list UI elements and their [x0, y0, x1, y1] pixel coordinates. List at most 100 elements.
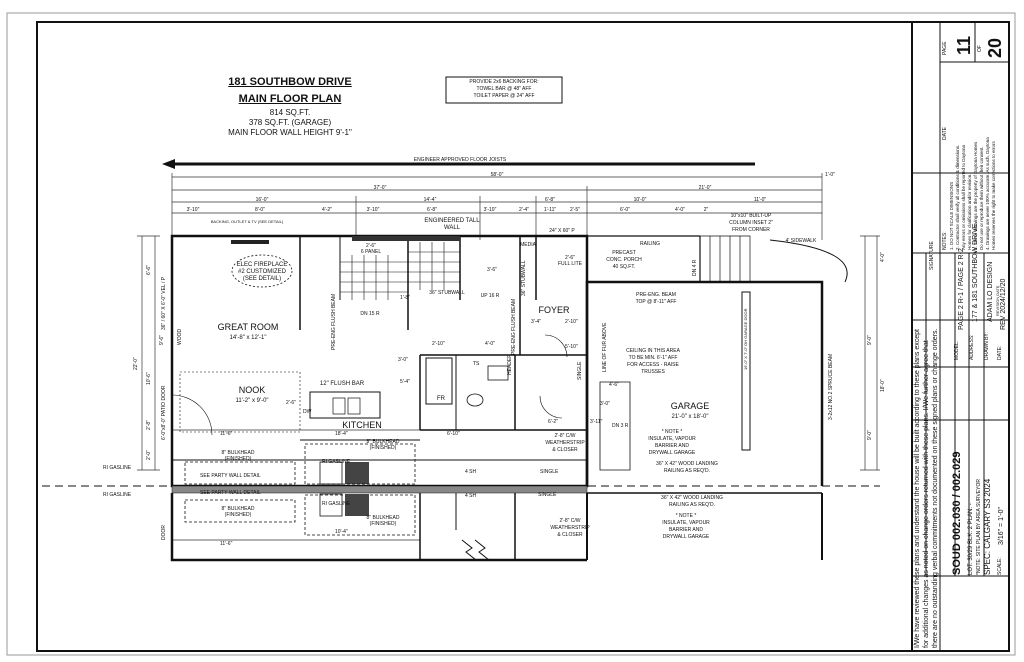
plan-sqft: 814 SQ.FT. — [269, 108, 311, 117]
label-engineered-wall-1: ENGINEERED TALL — [424, 218, 480, 224]
label-weatherstrip-a-1: 2'-8" C/W — [554, 433, 576, 439]
fireplace-callout — [231, 254, 293, 288]
label-note-a-2: INSULATE, VAPOUR — [648, 436, 696, 442]
label-fixed-window: 36" / 60" X 6'-0" VEL / P — [161, 276, 167, 330]
label-media: MEDIA — [520, 242, 536, 248]
label-bulkhead-a-2: (FINISHED) — [224, 456, 252, 462]
label-fireplace-2: #2 CUSTOMIZED — [238, 269, 286, 275]
dim-right-2: 18'-0" — [880, 379, 886, 392]
note-8: Homes reserves the right to make correct… — [991, 141, 996, 250]
dim-int-19: 3'-11" — [590, 419, 603, 425]
room-kitchen: KITCHEN — [342, 420, 382, 430]
floor-joists-arrow — [162, 159, 755, 169]
dim-right-overall: 21'-0" — [698, 185, 712, 191]
lot-value: LOT: 30/29 BLK: 2 PLAN: - — [968, 503, 974, 575]
label-ceiling-2: TO BE MIN. 6'-1" AFF — [628, 355, 678, 361]
label-weatherstrip-b-1: 2'-8" C/W — [559, 518, 581, 524]
dim-left-4: 2'-8" — [146, 420, 152, 430]
label-4sh-1: 4 SH — [465, 469, 477, 475]
dim-16: 16'-0" — [255, 197, 269, 203]
dim-int-11: 4'-0" — [485, 341, 495, 347]
label-stubwall-1: 36" STUBWALL — [429, 290, 465, 296]
dim-int-17: 6'-2" — [548, 419, 558, 425]
sheet-outer-border — [6, 12, 1016, 656]
label-spruce-beam: 3-2x12 NO.2 SPRUCE BEAM — [828, 353, 834, 420]
dim-14-4: 14'-4" — [423, 197, 437, 203]
dim-row3-3: 3'-10" — [366, 207, 380, 213]
label-dn-4r: DN 4 R — [692, 259, 698, 276]
label-precast-3: 40 SQ.FT. — [612, 264, 636, 270]
plan-address-title: 181 SOUTHBOW DRIVE — [228, 76, 352, 88]
label-ts: TS — [473, 361, 480, 367]
label-garage-door: 16'-0" X 7'-0" OH GARAGE DOOR — [743, 308, 748, 371]
label-pre-eng-flush-2: PRE-ENG FLUSH BEAM — [511, 298, 517, 355]
label-bulkhead-d-2: (FINISHED) — [369, 521, 397, 527]
dim-row3-4: 6'-8" — [427, 207, 437, 213]
label-ceiling-3: FOR ACCESS - RAISE — [627, 362, 679, 368]
page-label: PAGE — [942, 41, 948, 55]
label-bulkhead-c-1: 8" BULKHEAD — [221, 506, 255, 512]
page-total: 20 — [985, 37, 1005, 58]
drawn-label: DRAWN BY: — [984, 332, 990, 360]
label-single-1: SINGLE — [577, 361, 583, 380]
dim-int-7: 3'-4" — [531, 319, 541, 325]
note-2: 2. Contractor shall verify all condition… — [955, 144, 960, 250]
dim-1-0: 1'-0" — [825, 172, 835, 178]
page-number: 11 — [954, 35, 974, 55]
label-railing-a-2: RAILING AS REQ'D. — [664, 468, 710, 474]
room-garage-dim: 21'-0" x 18'-0" — [671, 414, 709, 420]
floor-finish-wood: WOOD — [177, 328, 183, 345]
dim-int-8: 2'-10" — [565, 319, 578, 325]
approval-line-1: I/We have reviewed these plans and under… — [914, 329, 921, 648]
label-fr: FR — [437, 396, 445, 402]
label-single-2: SINGLE — [540, 469, 559, 475]
label-railing-a-1: 36" X 42" WOOD LANDING — [656, 461, 718, 467]
date-label: DATE — [942, 127, 948, 140]
label-railing-b-1: 36" X 42" WOOD LANDING — [661, 495, 723, 501]
dim-int-2: 18'-4" — [335, 431, 348, 437]
label-precast-1: PRECAST — [612, 250, 636, 256]
dim-left-5: 2'-0" — [146, 450, 152, 460]
label-panel-2: 6 PANEL — [360, 249, 382, 255]
note-7: 4. Drawings are never 100% accurate. As … — [985, 137, 990, 250]
dim-left-overall: 37'-0" — [373, 185, 387, 191]
dim-int-3: 11'-6" — [220, 541, 233, 547]
notes-heading: NOTES: — [942, 231, 948, 250]
label-ceiling-1: CEILING IN THIS AREA — [626, 348, 680, 354]
dim-left-0: 6'-6" — [146, 265, 152, 275]
label-backing-outlet: BACKING, OUTLET & TV (SEE DETAIL) — [210, 219, 284, 224]
walls — [170, 234, 848, 488]
approval-line-2: for additional changes as noted on chang… — [923, 340, 930, 648]
plan-name-title: MAIN FLOOR PLAN — [238, 93, 342, 105]
label-party-wall-1: SEE PARTY WALL DETAIL — [200, 473, 261, 479]
model-label: MODEL: — [954, 340, 960, 360]
label-full-lite-2: FULL LITE — [558, 261, 582, 267]
note-box — [445, 76, 563, 104]
address-label: ADDRESS: — [969, 334, 975, 360]
label-up-16r: UP 16 R — [480, 293, 500, 299]
label-pre-eng-beam-2: TOP @ 8'-11" AFF — [635, 299, 677, 305]
note-6: Do not use or reproduce them without the… — [979, 146, 984, 250]
dim-int-15: 5'-10" — [565, 344, 578, 350]
dimension-lines — [137, 173, 880, 541]
label-note-b-4: DRYWALL GARAGE — [662, 534, 710, 540]
dim-int-12: 3'-0" — [398, 357, 408, 363]
label-ceiling-4: TRUSSES — [641, 369, 665, 375]
lot-id: SOUD 002.030 / 002.029 — [951, 451, 963, 575]
label-column-2: COLUMN INSET 2" — [729, 220, 773, 226]
label-ri-gasline-2: RI GASLINE — [103, 492, 132, 498]
label-stubwall-2: 36" STUBWALL — [521, 260, 527, 297]
label-note-b-3: BARRIER AND — [669, 527, 703, 533]
label-note-b-2: INSULATE, VAPOUR — [662, 520, 710, 526]
label-fireplace-3: (SEE DETAIL) — [242, 276, 282, 282]
label-line-fur: LINE OF FUR ABOVE — [602, 322, 608, 372]
note-box-line3: TOILET PAPER @ 24" AFF — [473, 93, 535, 99]
dim-overall: 58'-0" — [490, 172, 504, 178]
label-panel-1: 2'-6" — [366, 243, 376, 249]
label-single-3: SINGLE — [538, 492, 557, 498]
joists-label: ENGINEER APPROVED FLOOR JOISTS — [413, 157, 507, 163]
dim-row3-10: 4'-0" — [675, 207, 685, 213]
dim-left-2: 22'-0" — [133, 357, 139, 370]
dim-row3-8: 2'-5" — [570, 207, 580, 213]
label-note-b-1: * NOTE * — [675, 513, 697, 519]
